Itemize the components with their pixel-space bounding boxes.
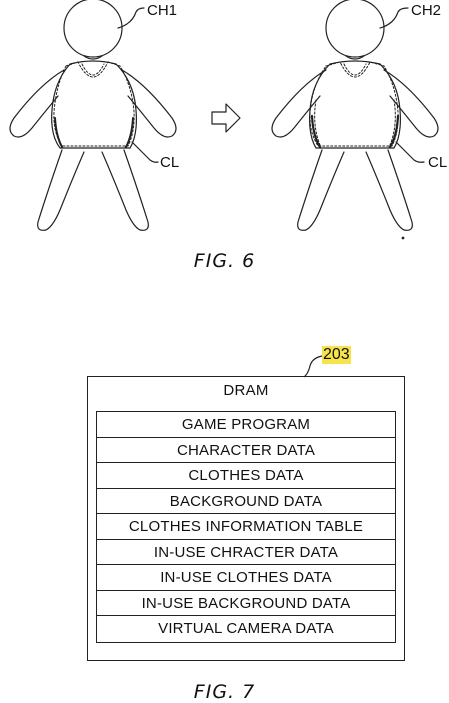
label-cl-right: CL [428, 154, 448, 171]
ch2-left-arm [271, 69, 327, 138]
ch2-head [325, 0, 385, 58]
dram-row-clothes-data: CLOTHES DATA [97, 463, 395, 489]
label-cl-left: CL [160, 154, 180, 171]
ch1-head [63, 0, 123, 58]
label-ch1: CH1 [147, 2, 178, 19]
dram-title: DRAM [223, 382, 269, 399]
dram-row-game-program: GAME PROGRAM [97, 412, 395, 438]
clothes-cl-right [309, 61, 399, 147]
ch1-right-arm [121, 69, 177, 138]
clothes-cl-left [53, 61, 135, 147]
dram-row-in-use-clothes-data: IN-USE CLOTHES DATA [97, 565, 395, 591]
dram-row-virtual-camera-data: VIRTUAL CAMERA DATA [158, 620, 334, 637]
ch1-left-leg [37, 149, 85, 231]
cl-right-leader-line [395, 141, 425, 163]
ch1-leader-line [117, 7, 145, 29]
ch2-right-leg [365, 149, 413, 231]
ch2-leader-line [379, 7, 409, 29]
character-ch1 [9, 0, 177, 231]
dram-reference-number: 203 [322, 346, 351, 364]
ch1-body [51, 60, 137, 149]
label-ch2: CH2 [411, 2, 442, 19]
ch1-right-leg [101, 149, 149, 231]
character-ch2 [271, 0, 439, 231]
fig7-caption: FIG. 7 [193, 681, 256, 703]
transition-arrow-icon [211, 103, 241, 133]
fig6-drawing [9, 0, 439, 240]
ch1-left-arm [9, 69, 65, 138]
dram-row-in-use-background-data: IN-USE BACKGROUND DATA [97, 591, 395, 616]
dram-row-character-data: CHARACTER DATA [97, 438, 395, 463]
ch2-left-leg [297, 149, 345, 231]
dram-block: DRAM GAME PROGRAM CHARACTER DATA CLOTHES… [87, 376, 405, 661]
fig6-caption: FIG. 6 [193, 250, 256, 272]
cl-left-leader-line [131, 141, 159, 163]
dram-data-list: GAME PROGRAM CHARACTER DATA CLOTHES DATA… [96, 411, 396, 643]
dram-row-clothes-information-table: CLOTHES INFORMATION TABLE [97, 514, 395, 540]
dram-row-in-use-character-data: IN-USE CHRACTER DATA [97, 540, 395, 565]
ch2-right-arm [383, 69, 439, 138]
ch2-body [309, 60, 401, 149]
dram-row-background-data: BACKGROUND DATA [97, 489, 395, 514]
